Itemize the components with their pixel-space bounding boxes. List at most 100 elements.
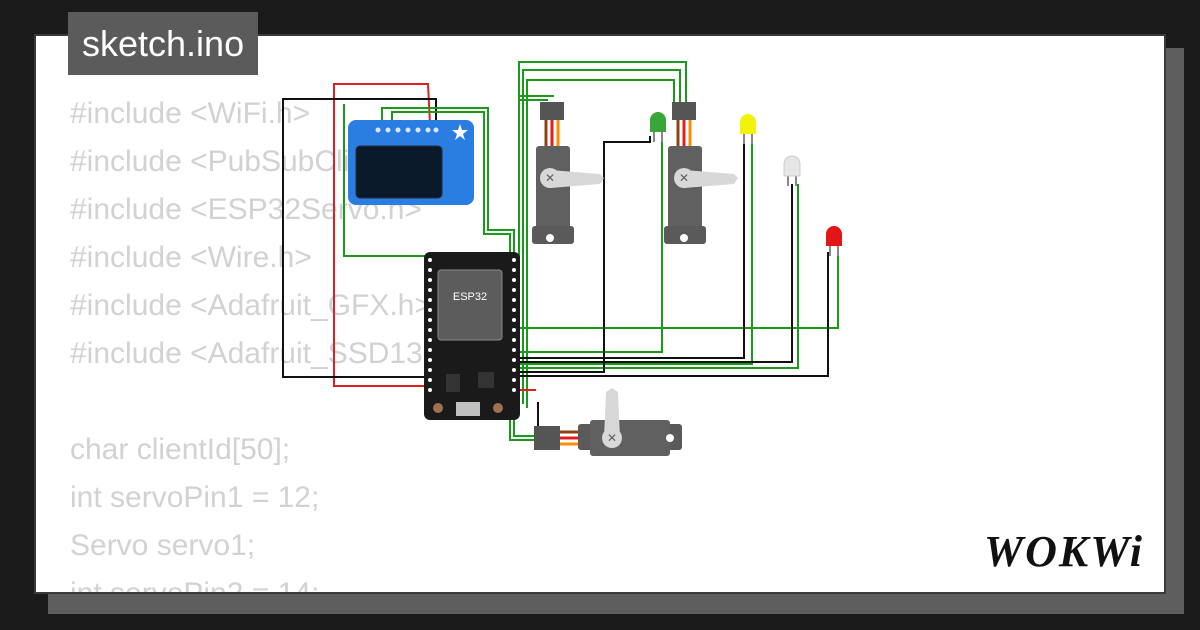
servo-body <box>668 146 702 230</box>
code-preview-card: #include <WiFi.h>#include <PubSubClient.… <box>34 34 1166 594</box>
servo-horn <box>684 170 738 188</box>
wire-black <box>432 184 793 363</box>
esp32-pin <box>428 298 432 302</box>
usb-port <box>456 402 480 416</box>
servo-connector <box>534 426 560 450</box>
oled-pin <box>385 127 391 133</box>
led-white[interactable] <box>783 155 801 186</box>
wire-green <box>343 104 430 257</box>
oled-pin <box>415 127 421 133</box>
servo-mount <box>532 226 574 244</box>
led-bulb <box>650 112 666 132</box>
servo-motor-2[interactable]: ✕ <box>664 102 738 244</box>
oled-screen <box>355 145 443 199</box>
code-line: #include <Wire.h> <box>70 241 312 274</box>
servo-horn <box>604 388 620 438</box>
oled-pin <box>433 127 439 133</box>
oled-pin <box>375 127 381 133</box>
servo-connector <box>540 102 564 120</box>
esp32-pin <box>512 338 516 342</box>
servo-mount-hole <box>680 234 688 242</box>
oled-pin <box>405 127 411 133</box>
led-bulb <box>783 155 801 177</box>
esp32-pin <box>512 378 516 382</box>
led-bulb <box>740 114 756 134</box>
wokwi-logo: WOKWi <box>984 527 1144 576</box>
wire-black <box>432 252 829 377</box>
esp32-pin <box>428 308 432 312</box>
esp32-board[interactable]: ESP32 <box>424 252 520 420</box>
code-line: char clientId[50]; <box>70 433 291 466</box>
oled-display[interactable] <box>348 120 474 205</box>
servo-connector <box>672 102 696 120</box>
esp32-pin <box>428 338 432 342</box>
wire-green <box>526 79 675 408</box>
wire-green <box>522 69 681 404</box>
esp32-module <box>437 269 503 341</box>
servo-body <box>536 146 570 230</box>
wire-green <box>391 111 548 441</box>
esp32-pin <box>512 298 516 302</box>
esp32-pin <box>428 278 432 282</box>
led-yellow[interactable] <box>740 114 756 144</box>
esp32-pins-left <box>428 258 432 392</box>
servo-mount-hole <box>546 234 554 242</box>
esp32-pins-right <box>512 258 516 392</box>
esp32-pin <box>428 318 432 322</box>
close-icon: ✕ <box>607 431 617 445</box>
esp32-label: ESP32 <box>453 291 487 303</box>
esp32-pin <box>512 268 516 272</box>
esp32-pin <box>512 258 516 262</box>
wire-black <box>432 136 651 373</box>
led-bulb <box>826 226 842 246</box>
wire-green <box>518 61 687 400</box>
wire-green <box>381 107 540 437</box>
esp32-pin <box>428 378 432 382</box>
close-icon: ✕ <box>545 171 555 185</box>
star-icon <box>452 124 468 140</box>
esp32-pin <box>428 368 432 372</box>
code-line: int servoPin1 = 12; <box>70 481 320 514</box>
esp32-pin <box>512 278 516 282</box>
esp32-pin <box>512 318 516 322</box>
esp32-pin <box>512 308 516 312</box>
esp32-pin <box>512 328 516 332</box>
led-green[interactable] <box>650 112 666 142</box>
code-line: int servoPin2 = 14; <box>70 577 320 594</box>
wire-green <box>432 252 839 329</box>
oled-pin <box>425 127 431 133</box>
esp32-pin <box>512 388 516 392</box>
close-icon: ✕ <box>679 171 689 185</box>
esp32-regulator <box>446 374 460 392</box>
logo-text: WOKWi <box>984 527 1144 576</box>
servo-mount-hole <box>666 434 674 442</box>
wires <box>282 61 839 441</box>
esp32-pin <box>512 288 516 292</box>
code-line: #include <Adafruit_GFX.h> <box>70 289 432 322</box>
wire-red <box>333 83 432 387</box>
esp32-pin <box>428 328 432 332</box>
file-tab[interactable]: sketch.ino <box>68 12 259 75</box>
servo-motor-3[interactable]: ✕ <box>534 388 682 456</box>
esp32-pin <box>512 348 516 352</box>
wire-black <box>537 402 548 429</box>
wire-green <box>432 140 753 365</box>
esp32-pin <box>428 288 432 292</box>
servo-motor-1[interactable]: ✕ <box>532 102 604 244</box>
wire-black <box>432 140 745 359</box>
reset-button[interactable] <box>433 403 443 413</box>
esp32-pin <box>428 268 432 272</box>
code-line: Servo servo1; <box>70 529 256 562</box>
oled-pin <box>395 127 401 133</box>
led-red[interactable] <box>826 226 842 256</box>
esp32-pin <box>512 368 516 372</box>
boot-button[interactable] <box>493 403 503 413</box>
code-line: #include <WiFi.h> <box>70 97 311 130</box>
esp32-pin <box>428 388 432 392</box>
esp32-pin <box>428 358 432 362</box>
esp32-pin <box>428 258 432 262</box>
wire-green <box>432 184 799 369</box>
esp32-pin <box>512 358 516 362</box>
esp32-chip <box>478 372 494 388</box>
